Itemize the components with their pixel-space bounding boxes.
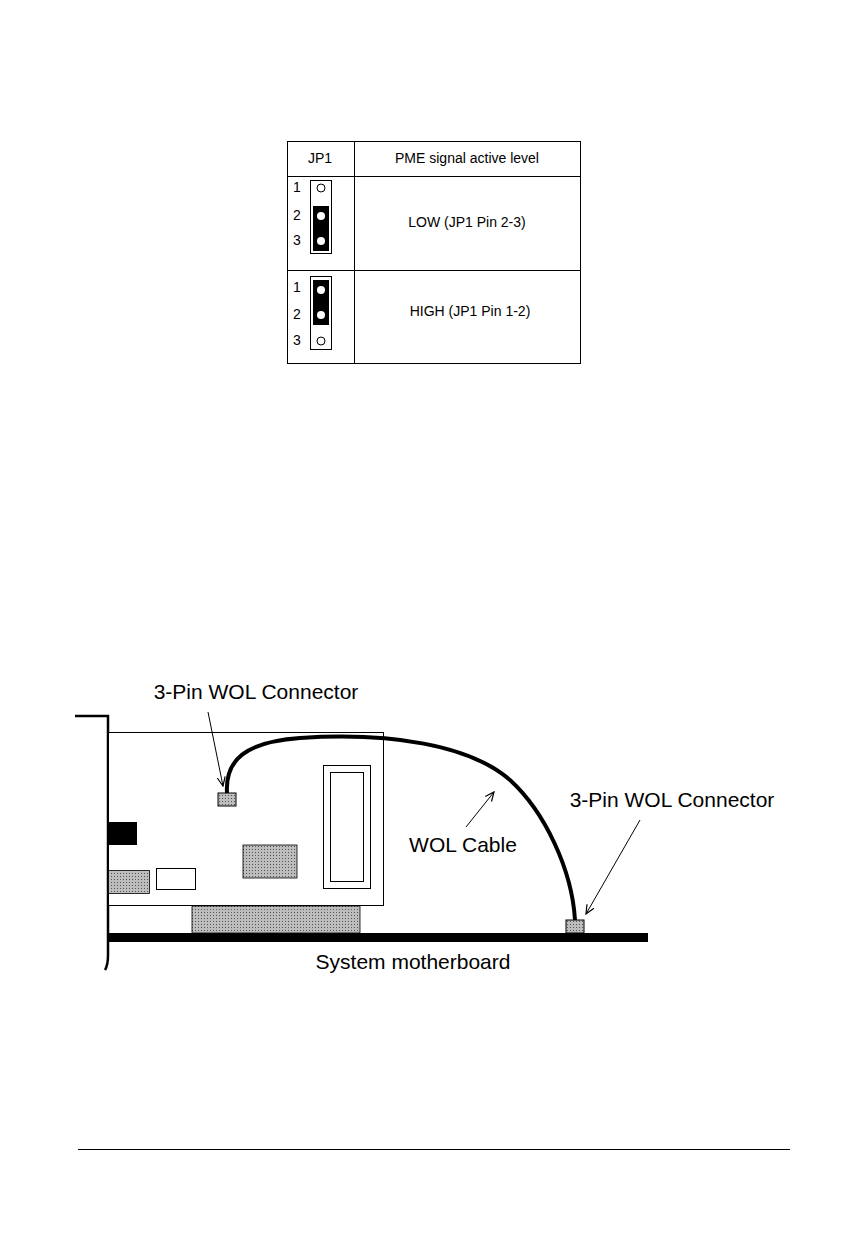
jumper-symbol (311, 277, 332, 350)
wol-connector (566, 920, 584, 933)
component (324, 766, 371, 889)
pin-number: 1 (293, 280, 301, 295)
leader-arrow (586, 820, 640, 914)
leader-arrow (466, 792, 494, 827)
jumper-symbol (311, 181, 332, 254)
card-bracket (75, 716, 108, 970)
rj45-port (109, 871, 150, 894)
pin-number: 1 (293, 180, 301, 195)
table-header: JP1 (308, 151, 332, 166)
motherboard (108, 933, 648, 942)
pin-number: 2 (293, 208, 301, 223)
part-label: WOL Cable (409, 833, 517, 856)
table-header: PME signal active level (395, 151, 539, 166)
pin-number: 3 (293, 333, 301, 348)
edge-connector (192, 906, 360, 933)
table-cell: LOW (JP1 Pin 2-3) (408, 215, 525, 230)
led (108, 822, 137, 845)
controller-chip (243, 845, 297, 878)
pin-number: 3 (293, 233, 301, 248)
page-rule (78, 1149, 790, 1150)
part-label: System motherboard (316, 950, 511, 973)
chip (157, 869, 196, 890)
wol-cable (227, 737, 575, 920)
part-label: 3-Pin WOL Connector (570, 788, 775, 811)
jumper-table (288, 142, 581, 364)
table-cell: HIGH (JP1 Pin 1-2) (410, 304, 531, 319)
wol-connector (218, 793, 236, 806)
part-label: 3-Pin WOL Connector (154, 680, 359, 703)
network-card (109, 733, 384, 906)
pin-number: 2 (293, 307, 301, 322)
leader-arrow (208, 712, 223, 786)
